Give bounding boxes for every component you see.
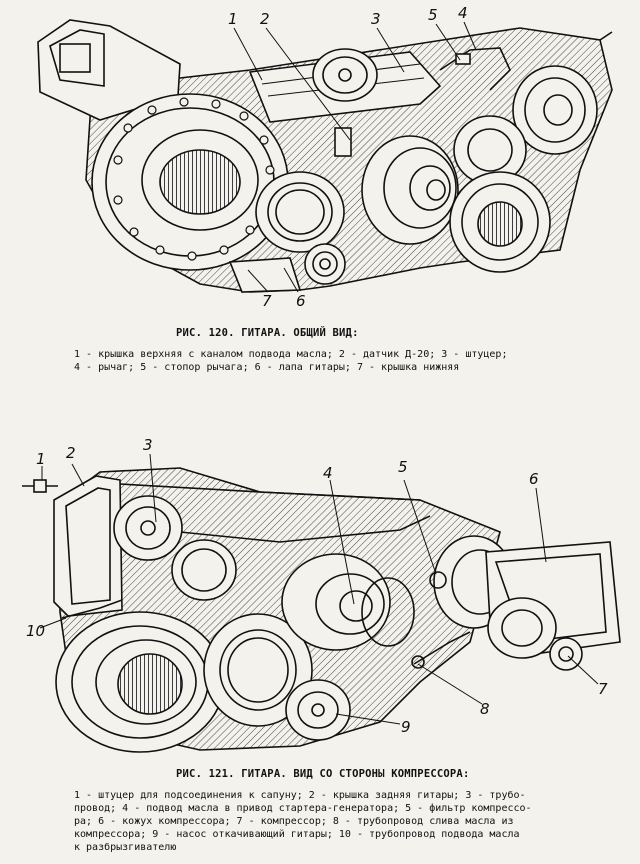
middle-cover — [255, 171, 345, 253]
figure-121-title: РИС. 121. ГИТАРА. ВИД СО СТОРОНЫ КОМПРЕС… — [176, 768, 470, 780]
callout-10: 10 — [26, 622, 45, 640]
callout-3: 3 — [371, 10, 381, 28]
gearbox-compressor-side-drawing: 1 2 3 4 5 6 7 8 9 10 — [22, 436, 621, 753]
drain-pipe — [413, 631, 471, 665]
callout-2: 2 — [260, 10, 270, 28]
lower-pump — [304, 243, 346, 285]
figure-120-illustration: 1 2 3 4 5 6 7 — [0, 0, 640, 318]
callout-2: 2 — [66, 444, 76, 462]
housing-foot — [228, 257, 302, 293]
callout-5: 5 — [428, 6, 438, 24]
callout-6: 6 — [529, 470, 539, 488]
callout-7: 7 — [598, 680, 608, 698]
callout-lines — [233, 21, 477, 293]
middle-round-cover — [203, 613, 313, 727]
rear-cover — [53, 475, 123, 617]
callout-4: 4 — [458, 4, 468, 22]
callout-1: 1 — [228, 10, 238, 28]
large-splined-hub — [55, 611, 225, 753]
callout-3: 3 — [143, 436, 153, 454]
callout-5: 5 — [398, 458, 408, 476]
breather-fitting — [22, 479, 58, 493]
compressor — [487, 597, 583, 671]
callout-lines — [39, 453, 599, 725]
top-rail — [119, 483, 421, 501]
starter-drive-unit — [281, 553, 415, 651]
callout-1: 1 — [36, 450, 46, 468]
figure-120-legend: 1 - крышка верхняя с каналом подвода мас… — [74, 349, 508, 373]
oil-supply-pipe — [61, 599, 123, 619]
callout-6: 6 — [296, 292, 306, 310]
upper-flange — [113, 495, 183, 561]
scavenge-pump — [285, 679, 351, 741]
right-upper-flange — [453, 65, 598, 185]
callout-7: 7 — [262, 292, 272, 310]
callout-8: 8 — [480, 700, 490, 718]
central-drive-hub — [361, 135, 459, 245]
small-flange — [171, 539, 237, 601]
large-flange — [91, 93, 289, 271]
right-lower-hub — [449, 171, 551, 273]
figure-120-title: РИС. 120. ГИТАРА. ОБЩИЙ ВИД: — [176, 327, 359, 339]
figure-121-legend: 1 - штуцер для подсоединения к сапуну; 2… — [74, 790, 532, 853]
callout-9: 9 — [401, 718, 411, 736]
callout-4: 4 — [323, 464, 333, 482]
left-bracket — [37, 19, 181, 121]
sensor-d20 — [312, 48, 378, 157]
gearbox-general-view-drawing: 1 2 3 4 5 6 7 — [37, 4, 613, 310]
figure-121-illustration: 1 2 3 4 5 6 7 8 9 10 — [0, 432, 640, 760]
